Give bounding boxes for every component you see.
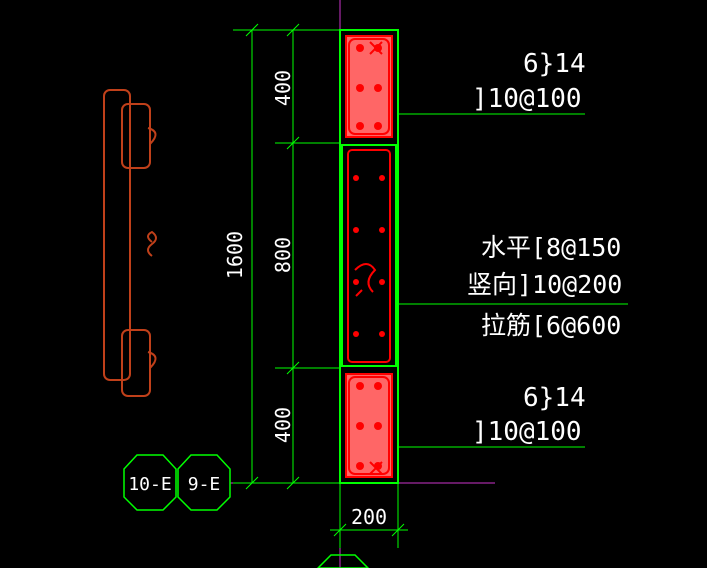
middle-wall-zone [341, 144, 397, 367]
dimension-lines [233, 23, 408, 548]
callout-top-long-bars: 6}14 [523, 49, 586, 79]
callout-vertical-bars: 竖向]10@200 [467, 270, 622, 299]
axis-tag-right: 9-E [188, 474, 221, 495]
middle-tie-hook [354, 263, 377, 297]
callout-bottom-stirrups: ]10@100 [472, 417, 582, 447]
top-stirrup [348, 38, 390, 135]
axis-tag-left: 10-E [128, 474, 171, 495]
tie-bar-detail [103, 89, 157, 397]
top-stirrup-hook [369, 41, 383, 55]
wall-section-outline [339, 29, 399, 484]
dim-middle-zone: 800 [271, 237, 295, 273]
bottom-stirrup-hook [369, 461, 383, 475]
callout-top-stirrups: ]10@100 [472, 84, 582, 114]
rebar-dots [353, 44, 385, 470]
dim-bottom-zone: 400 [271, 407, 295, 443]
callout-tie-bars: 拉筋[6@600 [481, 311, 621, 340]
top-boundary-zone [345, 35, 393, 138]
bottom-stirrup [348, 376, 390, 475]
dim-width: 200 [351, 505, 387, 529]
dim-total: 1600 [223, 231, 247, 279]
bottom-boundary-zone [345, 373, 393, 478]
callout-horizontal-bars: 水平[8@150 [481, 233, 621, 262]
middle-horizontal-rebar [347, 149, 391, 363]
callout-bottom-long-bars: 6}14 [523, 383, 586, 413]
leader-lines [398, 113, 628, 448]
dim-top-zone: 400 [271, 70, 295, 106]
axis-tag-hexagons [123, 454, 370, 568]
